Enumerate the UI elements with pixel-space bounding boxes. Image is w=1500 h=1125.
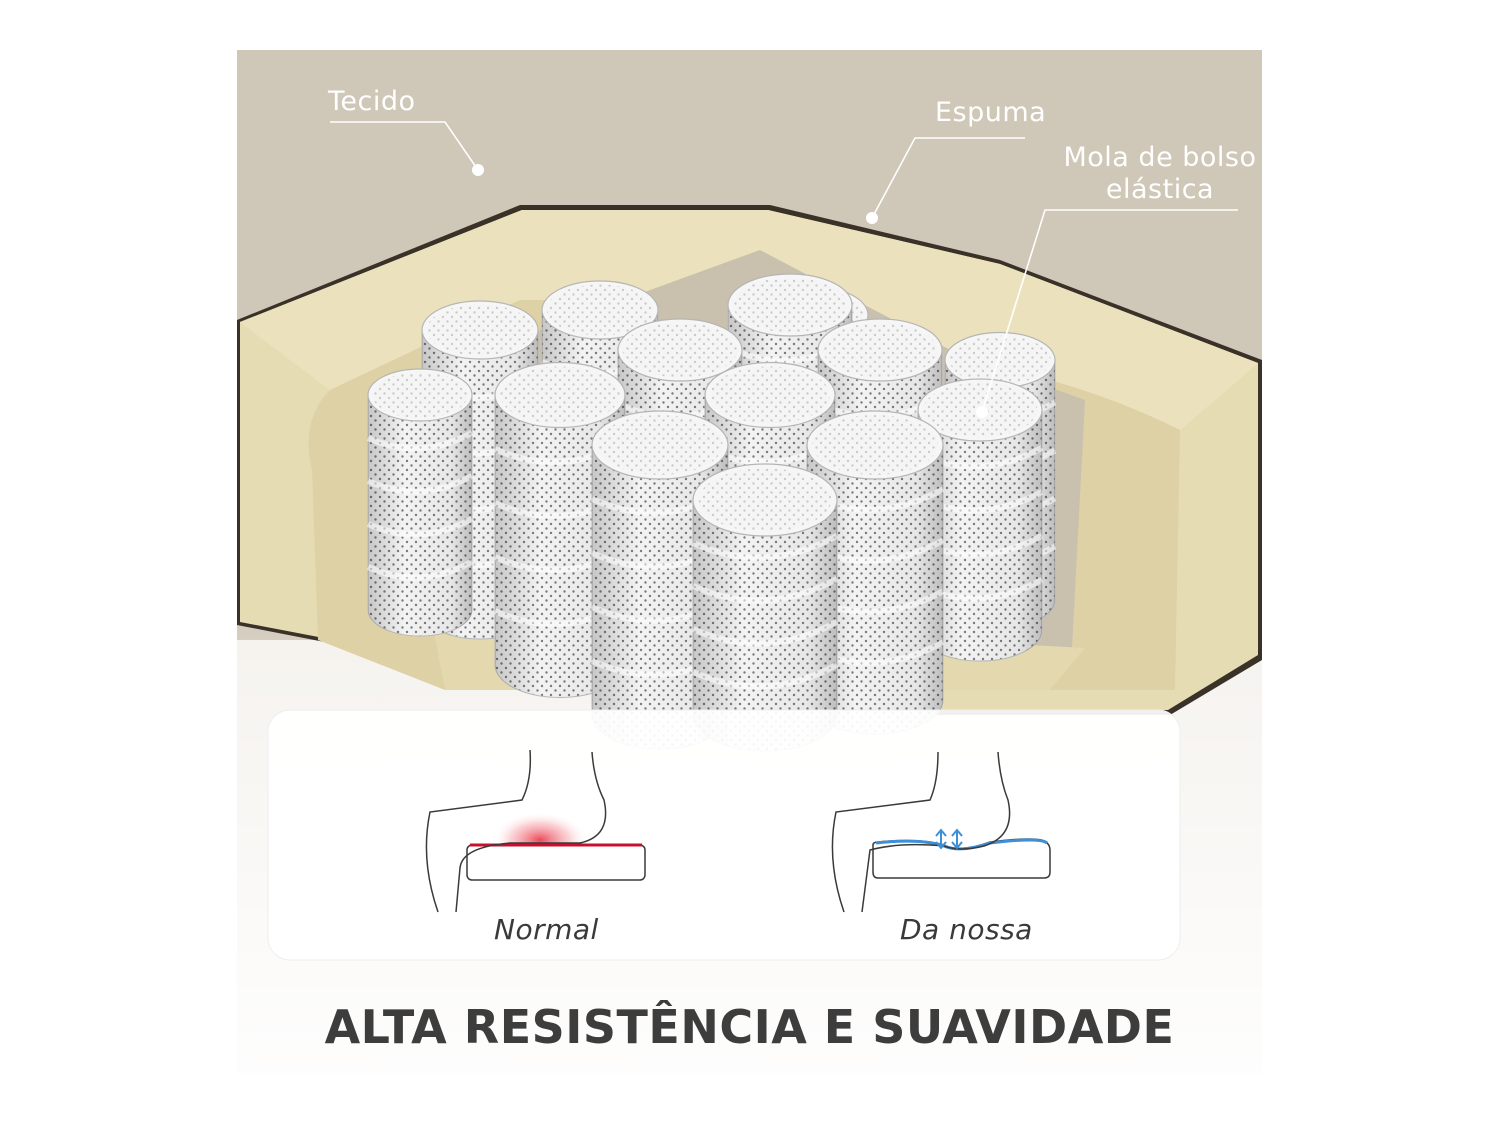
label-pocket-spring: Mola de bolso elástica <box>1062 142 1258 206</box>
normal-body-outline <box>425 749 532 913</box>
leader-line-foam <box>871 137 1025 219</box>
ours-body-outline <box>831 751 939 913</box>
callout-dot-spring <box>976 406 988 418</box>
headline: ALTA RESISTÊNCIA E SUAVIDADE <box>324 1000 1175 1054</box>
pocket-spring-coil <box>691 463 839 752</box>
foam-top-face <box>240 210 1258 430</box>
label-fabric: Tecido <box>328 86 416 117</box>
leader-lines <box>330 121 1238 413</box>
callout-dot-fabric <box>472 164 484 176</box>
caption-ours: Da nossa <box>900 913 1033 946</box>
caption-normal: Normal <box>494 913 599 946</box>
label-pocket-spring-line2: elástica <box>1105 174 1215 205</box>
support-arrows-icon <box>935 828 963 850</box>
callout-dot-foam <box>866 212 878 224</box>
label-pocket-spring-line1: Mola de bolso <box>1063 142 1257 173</box>
comparison-card <box>267 709 1181 961</box>
normal-cushion <box>466 844 646 881</box>
comparison-ours <box>831 751 1051 913</box>
leader-line-fabric <box>330 121 479 171</box>
pocket-springs <box>366 273 1057 752</box>
pocket-spring-coil <box>916 378 1044 662</box>
pocket-spring-coil <box>366 368 474 637</box>
comparison-normal <box>425 749 646 913</box>
label-foam: Espuma <box>935 97 1047 128</box>
leader-line-spring <box>981 209 1238 413</box>
